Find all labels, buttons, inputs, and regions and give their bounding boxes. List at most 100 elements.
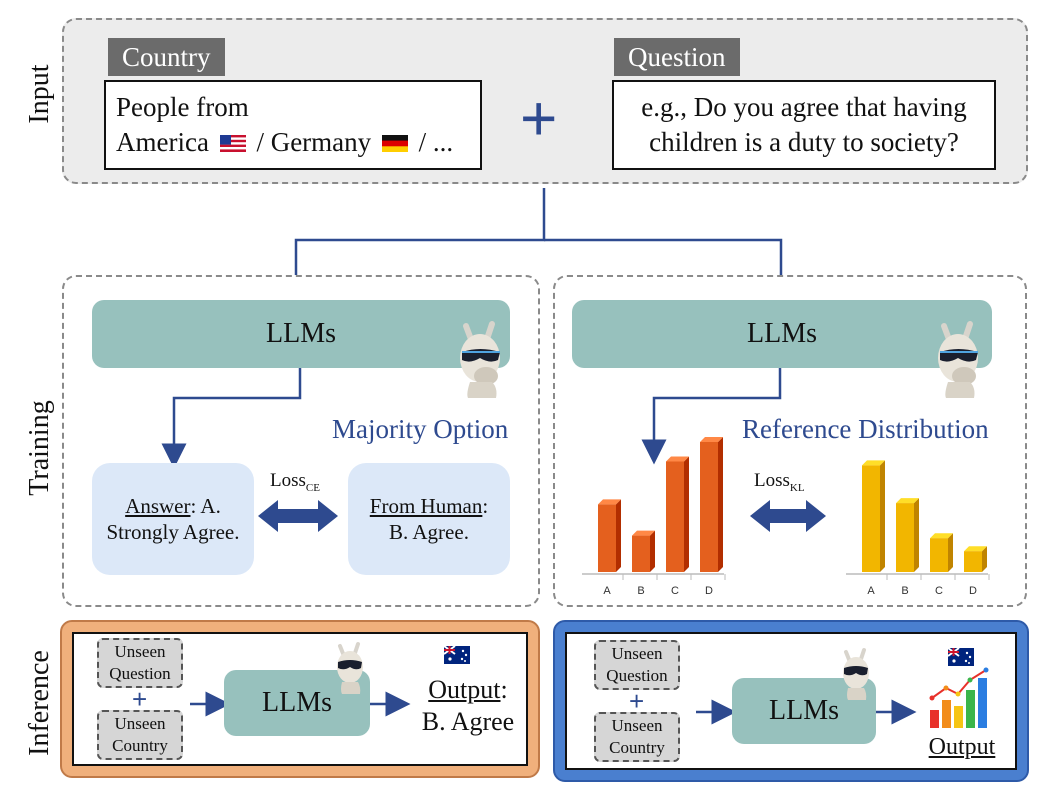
loss-ce-label: LossCE [270, 470, 320, 494]
loss-ce-main: Loss [270, 470, 306, 491]
pred-bar-top [598, 499, 621, 505]
inference-left-plus: + [132, 684, 148, 714]
inference-right-plus: + [629, 686, 645, 716]
double-arrow-icon [750, 500, 826, 532]
double-arrow-icon [258, 500, 338, 532]
unseen-q-line-1: Unseen [114, 642, 166, 661]
ref-bar-top [964, 546, 987, 552]
question-textbox: e.g., Do you agree that having children … [612, 80, 996, 170]
au-flag-icon [443, 645, 470, 664]
pred-bar-side [650, 530, 655, 572]
au-flag-icon [947, 647, 974, 666]
de-flag-svg [381, 135, 408, 152]
pred-bar-d [700, 437, 723, 572]
unseen-c-line-1: Unseen [114, 714, 166, 733]
human-colon: : [482, 494, 489, 518]
bar-chart-icon [929, 667, 989, 728]
answer-line-1: Answer: A. [92, 493, 254, 519]
human-line-2: B. Agree. [389, 520, 469, 544]
loss-kl-sub: KL [789, 481, 805, 494]
ref-tick-label: A [867, 585, 875, 597]
human-line-1: From Human: [348, 493, 510, 519]
country-tag: Country [108, 38, 225, 76]
country-germany: / Germany [256, 127, 372, 157]
ref-bar-b [896, 498, 919, 572]
unseen-country-box: Unseen Country [594, 712, 680, 762]
loss-kl-label: LossKL [754, 470, 805, 494]
output-value: B. Agree [421, 707, 515, 736]
ref-bar-front [896, 503, 914, 572]
training-section-label: Training [24, 400, 55, 496]
ref-bar-front [964, 551, 982, 572]
training-right-llm-block: LLMs [572, 300, 992, 368]
ref-bar-c [930, 533, 953, 572]
llama-icon [337, 642, 363, 694]
output-colon: : [500, 675, 508, 704]
pred-bar-top [700, 437, 723, 442]
predicted-distribution-chart: A B C D [582, 437, 726, 597]
question-tag: Question [614, 38, 740, 76]
inference-section-label: Inference [24, 650, 55, 756]
ref-tick-label: B [901, 585, 908, 597]
pred-tick-label: A [603, 585, 611, 597]
pred-bar-front [666, 461, 684, 572]
pred-bar-side [718, 437, 723, 572]
human-label: From Human [369, 494, 483, 518]
llama-icon [460, 321, 500, 398]
country-line-1: People from [116, 92, 249, 122]
llama-icon [843, 648, 869, 700]
pred-bar-side [616, 499, 621, 572]
pred-tick-label: D [705, 585, 713, 597]
pred-bar-a [598, 499, 621, 572]
ref-bar-top [896, 498, 919, 504]
ref-bar-side [880, 460, 885, 572]
human-box: From Human: B. Agree. [348, 463, 510, 575]
pred-bar-b [632, 530, 655, 572]
unseen-c-line-2: Country [112, 736, 168, 755]
unseen-c-line-2: Country [609, 738, 665, 757]
unseen-country-box: Unseen Country [97, 710, 183, 760]
ref-bar-d [964, 546, 987, 572]
inference-right-output: Output [928, 734, 996, 760]
pred-bar-top [666, 456, 689, 462]
country-textbox: People from America / Germany / ... [104, 80, 482, 170]
de-flag-icon [381, 126, 408, 152]
ref-bar-front [930, 538, 948, 572]
reference-distribution-title: Reference Distribution [742, 414, 989, 444]
majority-option-title: Majority Option [332, 414, 509, 444]
answer-line-2: Strongly Agree. [106, 520, 240, 544]
training-left-llm-block: LLMs [92, 300, 510, 368]
inference-left-output: Output: B. Agree [418, 674, 518, 738]
ref-bar-side [914, 498, 919, 572]
ref-bar-side [982, 546, 987, 572]
ref-bar-top [862, 460, 885, 466]
us-flag-icon [219, 126, 246, 152]
pred-tick-label: B [637, 585, 644, 597]
pred-bar-front [700, 442, 718, 572]
loss-ce-sub: CE [305, 481, 320, 494]
pred-bar-front [598, 504, 616, 572]
pred-tick-label: C [671, 585, 679, 597]
unseen-c-line-1: Unseen [611, 716, 663, 735]
ref-bar-side [948, 533, 953, 572]
pred-bar-top [632, 530, 655, 536]
country-america: America [116, 127, 209, 157]
output-label-line: Output: [418, 674, 518, 706]
unseen-q-line-1: Unseen [611, 644, 663, 663]
loss-kl-main: Loss [754, 470, 790, 491]
unseen-question-box: Unseen Question [594, 640, 680, 690]
country-line-2: America / Germany / ... [116, 125, 470, 160]
input-section-label: Input [24, 64, 55, 124]
answer-option: : A. [190, 494, 221, 518]
output-label: Output [428, 675, 501, 704]
ref-bar-top [930, 533, 953, 539]
unseen-q-line-2: Question [109, 664, 171, 683]
pred-bar-side [684, 456, 689, 572]
ref-tick-label: D [969, 585, 977, 597]
inference-left-llm-block: LLMs [224, 670, 370, 736]
question-line-2: children is a duty to society? [649, 127, 959, 157]
llama-icon [938, 321, 978, 398]
question-line-1: e.g., Do you agree that having [641, 92, 967, 122]
unseen-q-line-2: Question [606, 666, 668, 685]
